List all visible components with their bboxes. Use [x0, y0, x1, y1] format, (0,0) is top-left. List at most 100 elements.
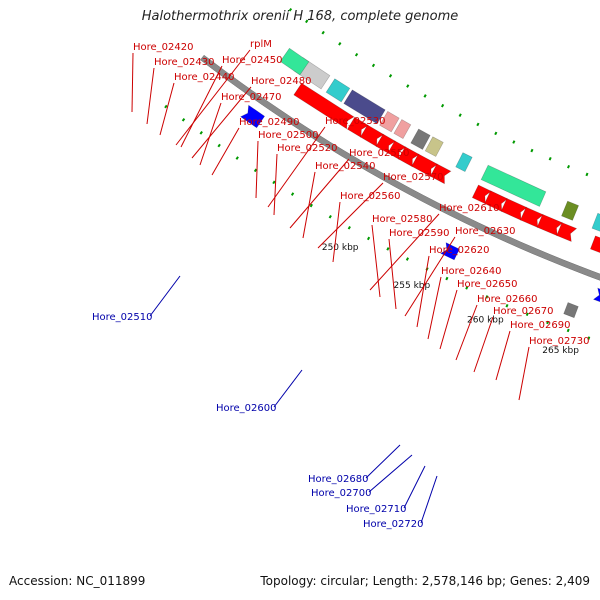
- leader-line: [159, 82, 175, 136]
- feature-box-edge: [279, 47, 310, 76]
- leader-line: [403, 465, 426, 509]
- scale-label: 265 kbp: [542, 346, 579, 356]
- reverse-gene-label: Hore_02700: [311, 488, 372, 499]
- leader-line: [289, 158, 350, 229]
- gene-forward-2: [346, 116, 369, 138]
- feature-box-11: [591, 212, 600, 232]
- backbone-arc: [200, 54, 600, 281]
- forward-gene-label: Hore_02660: [477, 294, 538, 305]
- gene-forward-14: [556, 222, 578, 242]
- leader-line: [199, 102, 222, 166]
- feature-box-4: [379, 110, 400, 133]
- forward-gene-label: Hore_02490: [239, 117, 300, 128]
- gene-forward-5: [387, 140, 407, 160]
- forward-gene-label: Hore_02550: [349, 148, 410, 159]
- forward-gene-label: Hore_02440: [174, 72, 235, 83]
- forward-gene-label: Hore_02640: [441, 266, 502, 277]
- leader-line: [149, 275, 181, 317]
- feature-box-8: [455, 152, 473, 173]
- leader-line: [365, 444, 401, 479]
- reverse-gene-label: Hore_02710: [346, 504, 407, 515]
- reverse-gene-label: Hore_02600: [216, 403, 277, 414]
- gene-forward-15: [590, 235, 600, 253]
- feature-box-9: [480, 164, 547, 207]
- forward-gene-label: Hore_02620: [429, 245, 490, 256]
- gene-forward-4: [375, 133, 396, 154]
- leader-line: [175, 49, 251, 146]
- forward-gene-label: Hore_02430: [154, 57, 215, 68]
- forward-gene-label: Hore_02420: [133, 42, 194, 53]
- leader-line: [368, 454, 413, 493]
- gene-forward-1: [293, 82, 355, 130]
- accession-text: Accession: NC_011899: [9, 574, 146, 588]
- forward-gene-label: Hore_02690: [510, 320, 571, 331]
- forward-gene-label: Hore_02480: [251, 76, 312, 87]
- leader-line: [302, 171, 316, 239]
- forward-gene-label: Hore_02530: [325, 116, 386, 127]
- reverse-gene-label: Hore_02720: [363, 519, 424, 530]
- reverse-gene-label: Hore_02510: [92, 312, 153, 323]
- gene-forward-12: [520, 206, 544, 228]
- scale-label: 255 kbp: [394, 281, 431, 291]
- feature-box-3: [343, 89, 386, 125]
- reverse-gene-label: Hore_02680: [308, 474, 369, 485]
- leader-line: [273, 369, 303, 408]
- feature-box-7: [424, 136, 444, 157]
- forward-gene-label: Hore_02650: [457, 279, 518, 290]
- leader-line: [267, 126, 326, 208]
- forward-gene-label: Hore_02560: [340, 191, 401, 202]
- forward-gene-label: Hore_02500: [258, 130, 319, 141]
- gene-reverse-3: [592, 287, 600, 303]
- gene-forward-7: [411, 153, 439, 178]
- forward-gene-label: Hore_02540: [315, 161, 376, 172]
- scale-label: 250 kbp: [322, 243, 359, 253]
- leader-line: [404, 236, 456, 317]
- leader-line: [317, 182, 384, 249]
- forward-gene-label: Hore_02670: [493, 306, 554, 317]
- forward-gene-label: Hore_02610: [439, 203, 500, 214]
- gene-forward-6: [397, 146, 420, 168]
- forward-gene-label: Hore_02580: [372, 214, 433, 225]
- leader-line: [518, 346, 530, 401]
- leader-line: [146, 67, 155, 125]
- leader-line: [420, 475, 438, 524]
- map-title: Halothermothrix orenii H 168, complete g…: [141, 9, 459, 24]
- leader-line: [131, 52, 134, 113]
- leader-line: [255, 140, 259, 199]
- gene-forward-11: [500, 198, 528, 221]
- scale-label: 260 kbp: [467, 316, 504, 326]
- topology-text: Topology: circular; Length: 2,578,146 bp…: [260, 574, 590, 588]
- forward-gene-label: Hore_02630: [455, 226, 516, 237]
- gene-reverse-1: [240, 104, 266, 129]
- feature-box-6: [410, 128, 431, 150]
- leader-line: [473, 316, 494, 373]
- leader-line: [416, 255, 430, 328]
- leader-line: [371, 224, 381, 298]
- gene-forward-10: [484, 190, 509, 212]
- forward-gene-label: Hore_02590: [389, 228, 450, 239]
- forward-gene-label: Hore_02730: [529, 336, 590, 347]
- feature-box-10: [561, 200, 579, 221]
- feature-box-5: [393, 119, 412, 140]
- gene-reverse-2: [440, 242, 460, 261]
- leader-line: [180, 65, 223, 148]
- gene-forward-3: [359, 124, 385, 148]
- leader-line: [191, 86, 252, 159]
- leader-line: [211, 127, 240, 176]
- forward-gene-label: Hore_02470: [221, 92, 282, 103]
- leader-line: [388, 238, 397, 310]
- gene-forward-8: [429, 163, 452, 185]
- gene-forward-13: [536, 214, 564, 237]
- leader-line: [369, 213, 440, 291]
- forward-gene-label: Hore_02450: [222, 55, 283, 66]
- feature-box-2: [325, 78, 351, 103]
- forward-gene-label: Hore_02520: [277, 143, 338, 154]
- leader-line: [273, 153, 278, 216]
- leader-line: [427, 276, 442, 340]
- forward-gene-label: rplM: [250, 39, 272, 50]
- gene-forward-9: [471, 184, 492, 205]
- forward-gene-label: Hore_02570: [383, 172, 444, 183]
- leader-line: [495, 330, 511, 381]
